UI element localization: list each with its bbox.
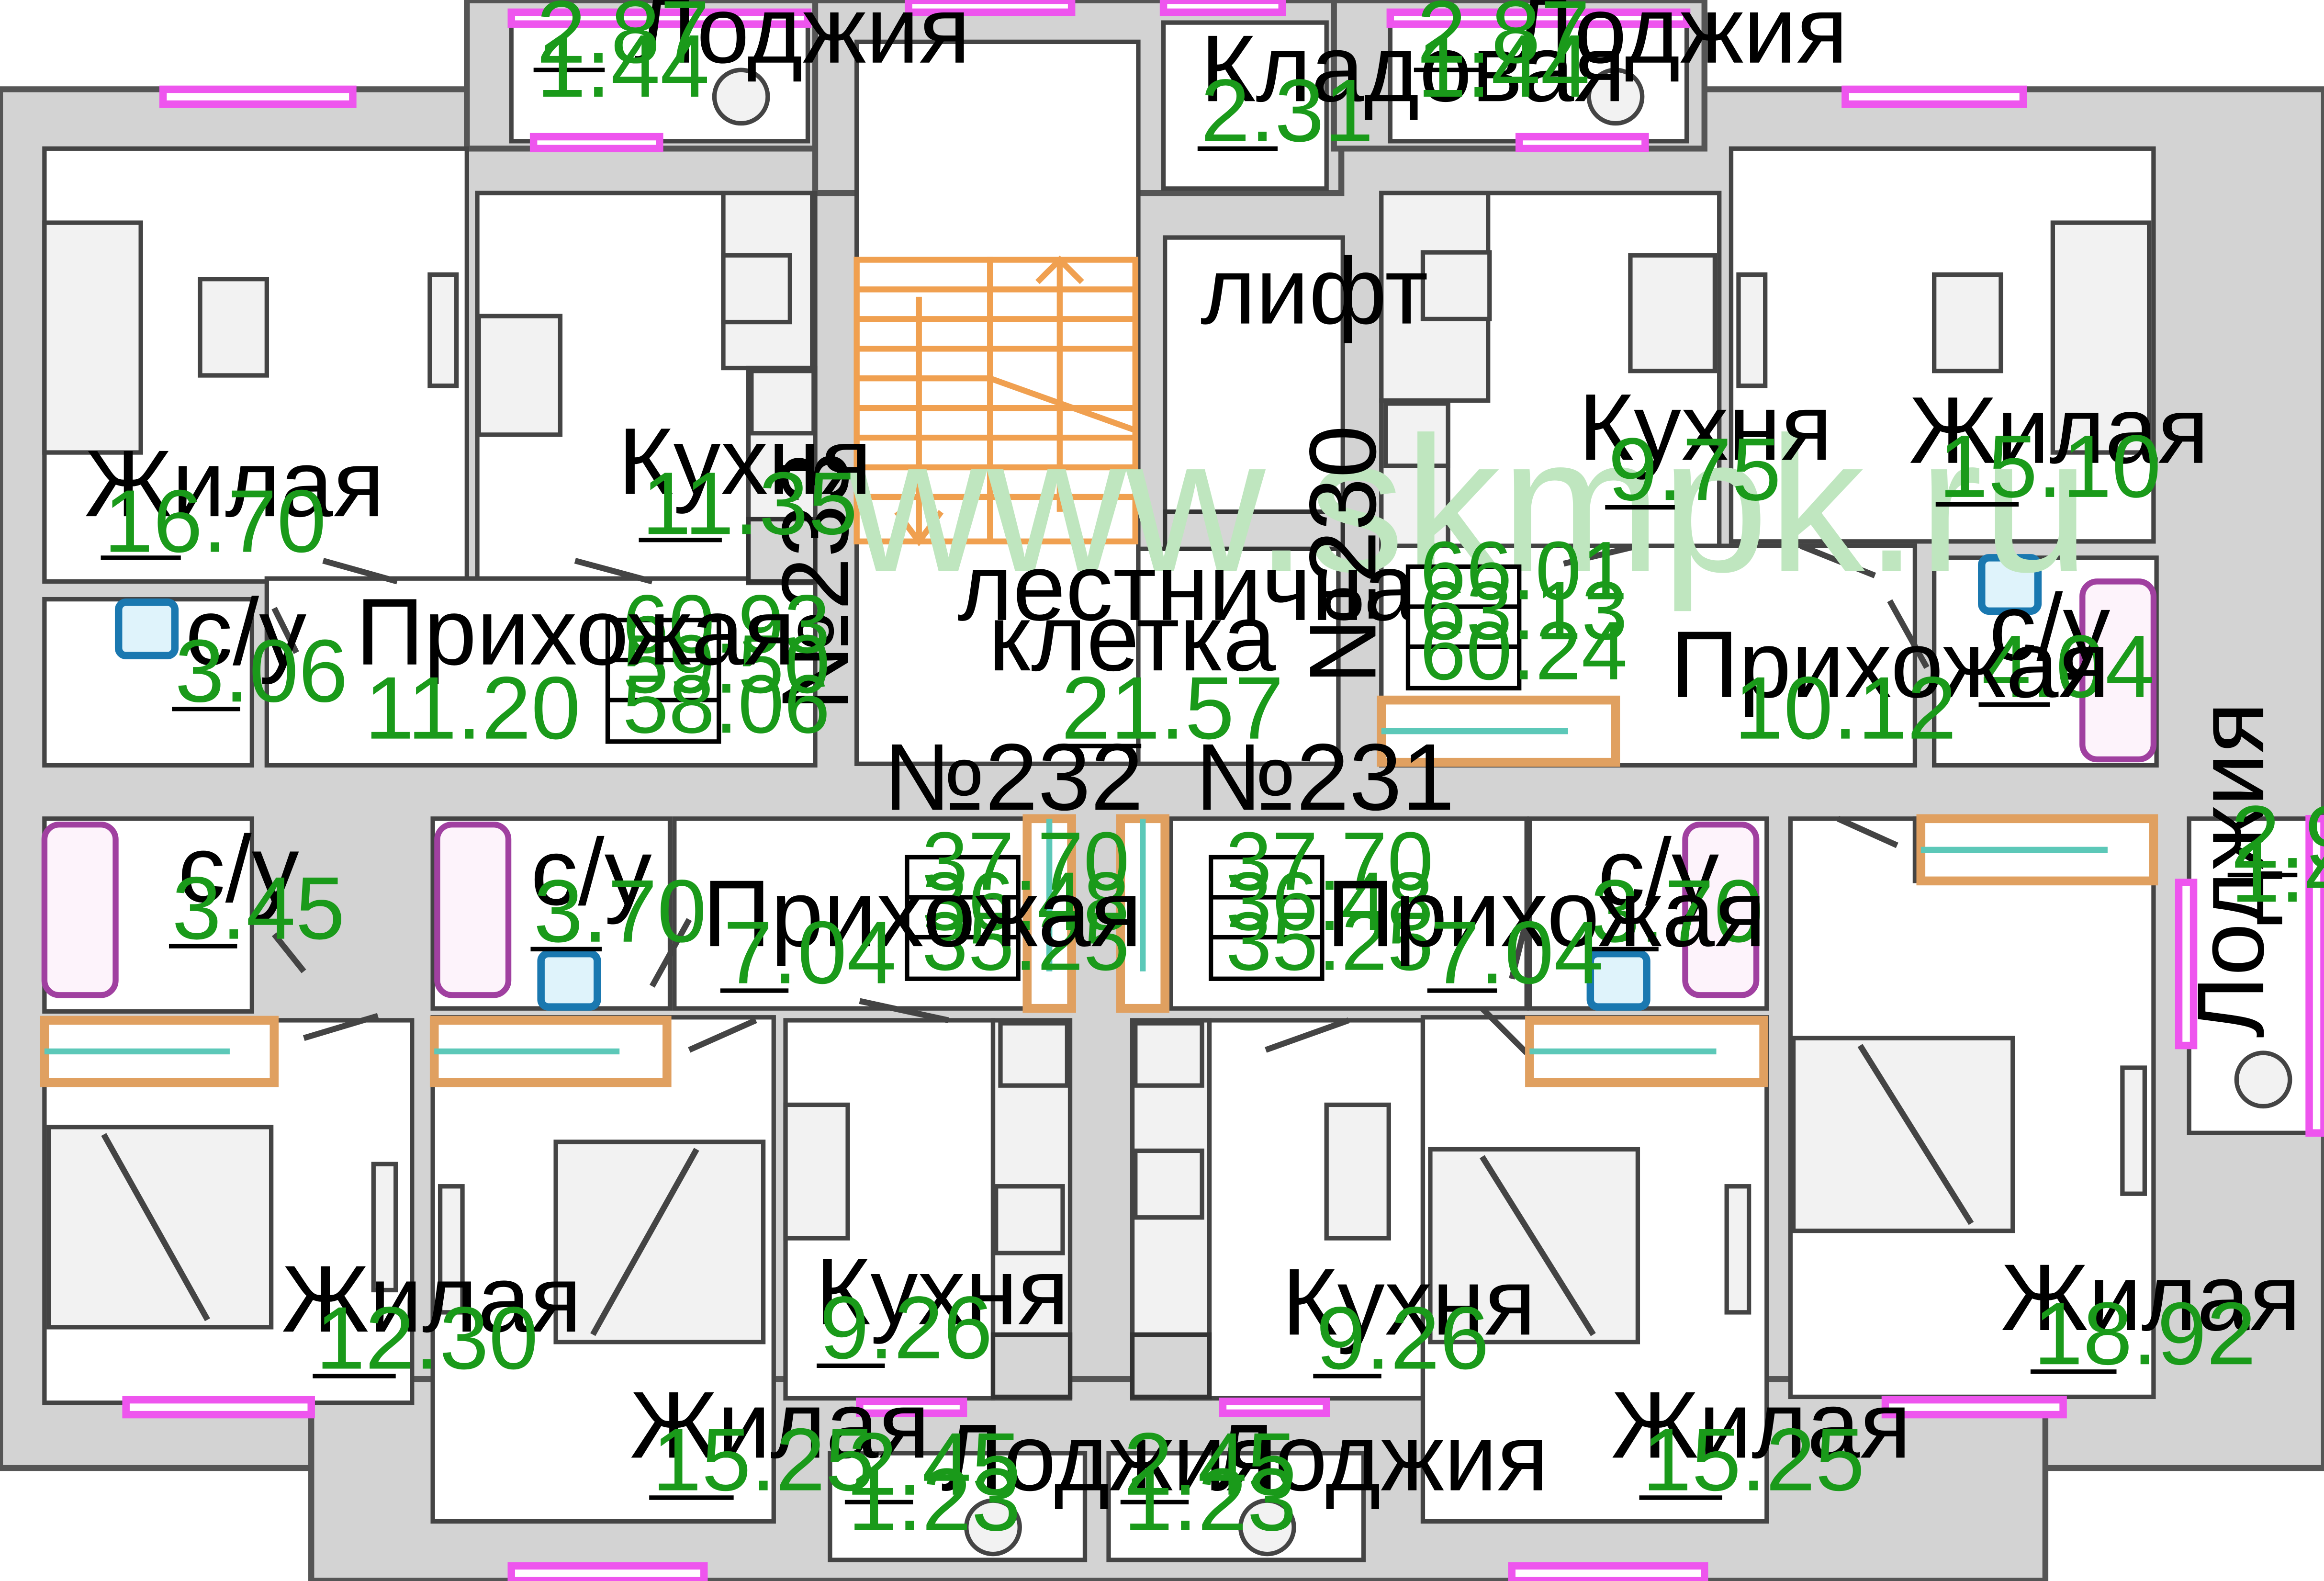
living-area: 35.25 [922, 895, 1130, 988]
loggia-name: Лоджия [634, 0, 970, 83]
loggia-name: Лоджия [1512, 0, 1848, 83]
room-name: с/у [530, 819, 651, 925]
lift-label: лифт [1201, 238, 1428, 344]
room-name: Прихожая [1326, 860, 1766, 966]
room-area: 18.92 [2033, 1284, 2256, 1383]
area-no-loggia: 36.48 [922, 855, 1130, 948]
area-box-233: 60.93 59.50 58.06 [605, 577, 830, 750]
door-swings [271, 543, 1930, 1055]
area-no-loggia: 36.48 [1226, 855, 1434, 948]
room-area: 3.70 [1590, 862, 1763, 961]
stair-label-2: клетка [988, 585, 1276, 690]
loggia-area-2: 1.44 [1417, 17, 1590, 116]
room-area: 9.26 [820, 1278, 993, 1378]
loggia-area-2: 1.23 [848, 1450, 1021, 1549]
area-box-230: 66.01 63.13 60.24 [1405, 524, 1628, 697]
total-area: 60.93 [622, 577, 830, 670]
apartment-number-230: №230 [1290, 425, 1395, 685]
room-name: Жилая [2001, 1244, 2301, 1350]
room-name: Кухня [815, 1239, 1069, 1344]
dining-tables [476, 253, 1718, 1241]
room-name: Прихожая [356, 579, 795, 685]
room-area: 3.70 [534, 862, 707, 961]
total-area: 37.70 [922, 814, 1130, 907]
room-name: Жилая [281, 1246, 582, 1352]
stair-label-1: лестничная [957, 534, 1468, 640]
room-area: 16.70 [104, 472, 326, 571]
wardrobes [40, 695, 2158, 1087]
room-area: 3.06 [175, 621, 348, 721]
room-name: Кухня [1579, 374, 1832, 480]
apartment-number-232: №232 [883, 724, 1143, 830]
loggia-name: Лоджия [2178, 702, 2283, 1038]
loggia-area-1: 2.45 [1123, 1415, 1297, 1514]
stair-label: лестничная клетка 21.57 [957, 534, 1468, 758]
room-name: Кухня [1282, 1249, 1536, 1355]
room-area: 11.20 [365, 659, 581, 758]
area-box-232: 37.70 36.48 35.25 [905, 814, 1130, 988]
room-area: 4.04 [1982, 617, 2155, 716]
room-name: Кухня [618, 408, 872, 514]
apartment-number-233: №233 [762, 452, 868, 712]
room-name: с/у [1598, 819, 1719, 925]
room-area: 15.10 [1939, 417, 2161, 516]
room-area: 7.04 [723, 903, 897, 1003]
storage-area: 2.31 [1201, 61, 1374, 160]
lift-door [1163, 509, 1345, 551]
room-name: Прихожая [1671, 611, 2110, 717]
loggia-name: Лоджия [1213, 1404, 1549, 1510]
kitchen-units [721, 191, 1492, 1401]
loggia-name: Лоджия [941, 1404, 1277, 1510]
loggia-area-1: 2.45 [848, 1415, 1021, 1514]
room-name: Прихожая [703, 860, 1142, 966]
room-area: 15.25 [652, 1410, 875, 1509]
room-name: с/у [1989, 575, 2110, 680]
loggia-area-1: 2.90 [2231, 788, 2324, 887]
loggia-tables [712, 68, 2292, 1557]
room-area: 9.75 [1608, 420, 1781, 519]
room-name: Жилая [1909, 377, 2209, 483]
room-name: Жилая [630, 1372, 930, 1478]
area-no-loggia: 63.13 [1420, 564, 1628, 657]
total-area: 66.01 [1420, 524, 1628, 617]
apartment-number-231: №231 [1195, 724, 1455, 830]
living-area: 58.06 [622, 657, 830, 750]
loggia-area-2: 1.44 [537, 17, 710, 116]
washing-machines [114, 554, 2042, 1011]
living-area: 35.25 [1226, 895, 1434, 988]
room-area: 11.35 [642, 454, 858, 553]
room-labels: Жилая 16.70 Кухня 11.35 с/у 3.06 Прихожа… [84, 374, 2301, 1510]
loggia-area-2: 1.23 [1123, 1450, 1297, 1549]
room-name: с/у [185, 579, 306, 685]
stair-area: 21.57 [1061, 659, 1284, 758]
room-name: Жилая [1611, 1372, 1911, 1478]
room-area: 7.04 [1430, 903, 1604, 1003]
room-name: Жилая [84, 430, 384, 536]
stair-flights [853, 255, 1138, 547]
room-area: 12.30 [316, 1289, 539, 1388]
area-box-231: 37.70 36.48 35.25 [1209, 814, 1434, 988]
living-furniture [42, 220, 2152, 1315]
beds [46, 1036, 2015, 1344]
room-area: 10.12 [1734, 659, 1957, 758]
room-name: с/у [178, 816, 299, 922]
room-area: 15.25 [1642, 1410, 1865, 1509]
storage-name: Кладовая [1201, 15, 1626, 121]
windows [122, 0, 2324, 1581]
room-area: 3.45 [172, 859, 345, 958]
total-area: 37.70 [1226, 814, 1434, 907]
living-area: 60.24 [1420, 604, 1628, 697]
area-no-loggia: 59.50 [622, 618, 830, 711]
loggia-labels: Лоджия 2.87 1.44 Лоджия 2.87 1.44 Лоджия… [533, 0, 2324, 1549]
room-area: 9.26 [1316, 1289, 1490, 1388]
bathtubs [41, 578, 2157, 998]
loggia-area-2: 1.45 [2231, 822, 2324, 921]
